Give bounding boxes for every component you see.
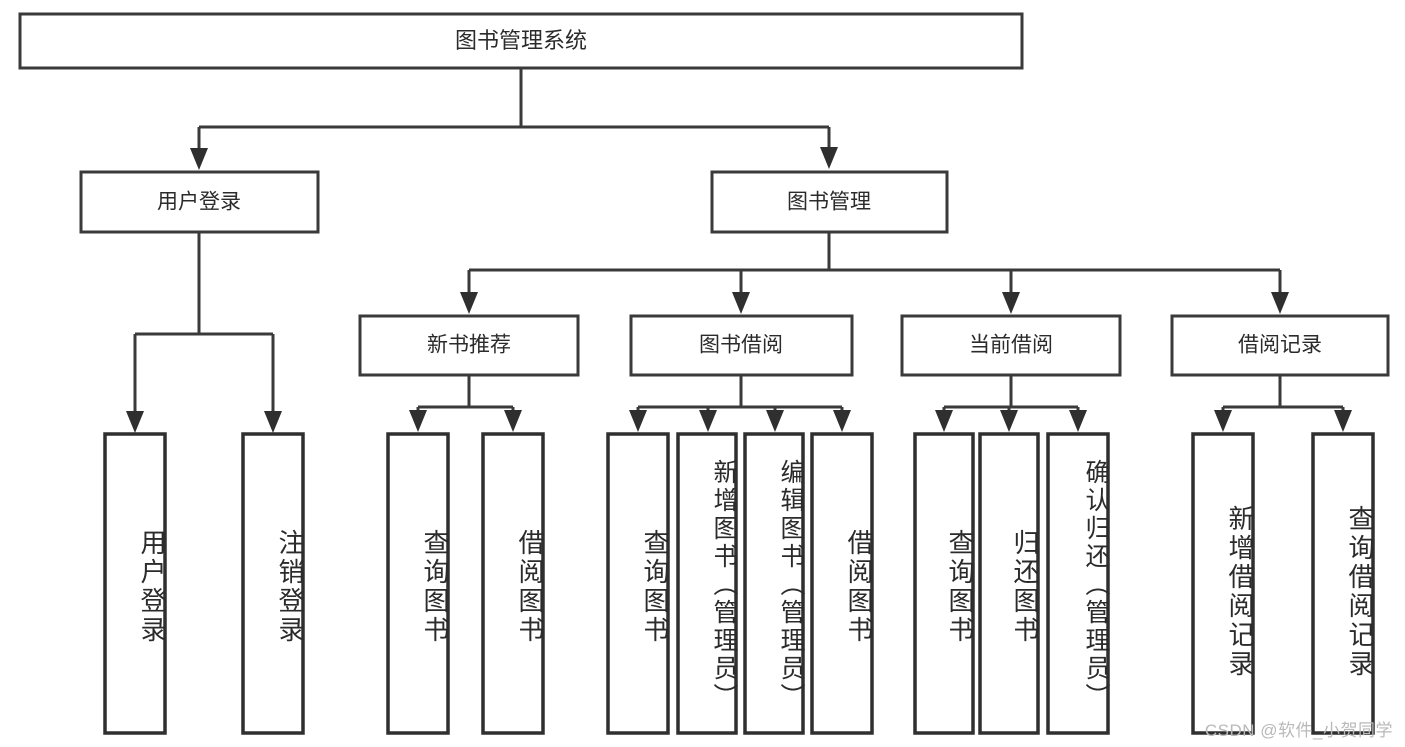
leaf-logout-box[interactable]: [241, 432, 305, 735]
root-label: 图书管理系统: [455, 28, 587, 53]
leaf-add-book-box[interactable]: [676, 432, 738, 735]
arrow-borrow-record: [1271, 292, 1289, 314]
leaf-query-book-3-box[interactable]: [913, 432, 975, 735]
arrow-new-book-recommend: [460, 292, 478, 314]
leaf-return-book-box[interactable]: [978, 432, 1040, 735]
node-borrow-record[interactable]: 借阅记录: [1170, 314, 1390, 377]
book-management-box[interactable]: [710, 170, 949, 234]
arrow-leaf-borrow-book-2: [833, 410, 851, 432]
leaf-add-record-label: 新增借阅记录: [1225, 505, 1255, 679]
node-root[interactable]: 图书管理系统: [18, 12, 1024, 70]
leaf-confirm-return-label: 确认归还（管理员）: [1082, 459, 1110, 711]
node-new-book-recommend[interactable]: 新书推荐: [358, 314, 580, 377]
book-borrow-box[interactable]: [629, 314, 854, 377]
node-current-borrow[interactable]: 当前借阅: [900, 314, 1122, 377]
arrow-leaf-edit-book: [766, 410, 784, 432]
leaf-query-book-2-label: 查询图书: [640, 529, 670, 645]
leaf-return-book[interactable]: 归还图书: [978, 432, 1040, 735]
arrow-leaf-borrow-book-1: [504, 410, 522, 432]
leaf-query-book-2[interactable]: 查询图书: [606, 432, 670, 735]
leaf-query-record[interactable]: 查询借阅记录: [1311, 432, 1375, 735]
arrow-current-borrow: [1002, 292, 1020, 314]
leaf-borrow-book-2-box[interactable]: [810, 432, 874, 735]
node-user-login[interactable]: 用户登录: [79, 170, 320, 234]
leaf-query-record-box[interactable]: [1311, 432, 1375, 735]
leaf-query-book-3-label: 查询图书: [945, 529, 975, 645]
connector-group-book-borrow: [629, 375, 851, 432]
arrow-book-borrow: [732, 292, 750, 314]
arrow-leaf-user-login: [126, 411, 144, 433]
current-borrow-box[interactable]: [900, 314, 1122, 377]
leaf-add-book-label: 新增图书（管理员）: [710, 459, 738, 711]
leaf-add-record[interactable]: 新增借阅记录: [1191, 432, 1255, 735]
new-book-recommend-label: 新书推荐: [427, 334, 511, 357]
leaf-query-book-1-box[interactable]: [386, 432, 450, 735]
borrow-record-label: 借阅记录: [1238, 334, 1322, 357]
leaf-user-login-label: 用户登录: [137, 529, 167, 645]
arrow-leaf-query-record: [1334, 410, 1352, 432]
connector-group-root: [190, 68, 838, 170]
current-borrow-label: 当前借阅: [969, 334, 1053, 357]
node-book-borrow[interactable]: 图书借阅: [629, 314, 854, 377]
leaf-edit-book[interactable]: 编辑图书（管理员）: [743, 432, 805, 735]
leaf-query-book-1[interactable]: 查询图书: [386, 432, 450, 735]
leaf-add-record-box[interactable]: [1191, 432, 1255, 735]
leaf-query-book-2-box[interactable]: [606, 432, 670, 735]
connector-group-book-management: [460, 232, 1289, 314]
leaf-borrow-book-1-box[interactable]: [481, 432, 545, 735]
leaf-add-book[interactable]: 新增图书（管理员）: [676, 432, 738, 735]
arrow-leaf-confirm-return: [1069, 410, 1087, 432]
new-book-recommend-box[interactable]: [358, 314, 580, 377]
leaf-borrow-book-1[interactable]: 借阅图书: [481, 432, 545, 735]
leaf-confirm-return[interactable]: 确认归还（管理员）: [1046, 432, 1110, 735]
leaf-confirm-return-box[interactable]: [1046, 432, 1110, 735]
leaf-return-book-label: 归还图书: [1010, 529, 1040, 645]
leaf-query-book-1-label: 查询图书: [420, 529, 450, 645]
arrow-leaf-add-record: [1214, 410, 1232, 432]
connector-group-borrow-record: [1214, 375, 1352, 432]
leaf-edit-book-box[interactable]: [743, 432, 805, 735]
root-box[interactable]: [18, 12, 1024, 70]
leaf-user-login-box[interactable]: [103, 432, 167, 735]
book-borrow-label: 图书借阅: [699, 334, 783, 357]
connector-group-current-borrow: [935, 375, 1087, 432]
arrow-leaf-logout: [264, 411, 282, 433]
user-login-label: 用户登录: [157, 191, 241, 214]
borrow-record-box[interactable]: [1170, 314, 1390, 377]
connector-group-user-login: [126, 232, 282, 433]
arrow-leaf-query-book-1: [409, 410, 427, 432]
leaf-query-record-label: 查询借阅记录: [1345, 505, 1375, 679]
arrow-leaf-query-book-2: [629, 410, 647, 432]
leaf-query-book-3[interactable]: 查询图书: [913, 432, 975, 735]
user-login-box[interactable]: [79, 170, 320, 234]
node-book-management[interactable]: 图书管理: [710, 170, 949, 234]
book-management-label: 图书管理: [787, 191, 871, 214]
connector-group-new-book-recommend: [409, 375, 522, 432]
arrow-book-management: [820, 147, 838, 169]
leaf-edit-book-label: 编辑图书（管理员）: [777, 459, 805, 711]
arrow-leaf-query-book-3: [935, 410, 953, 432]
leaf-borrow-book-2[interactable]: 借阅图书: [810, 432, 874, 735]
leaf-logout-label: 注销登录: [275, 529, 305, 645]
leaf-borrow-book-2-label: 借阅图书: [844, 529, 874, 645]
arrow-user-login: [190, 148, 208, 170]
leaf-logout[interactable]: 注销登录: [241, 432, 305, 735]
arrow-leaf-add-book: [699, 410, 717, 432]
leaf-borrow-book-1-label: 借阅图书: [515, 529, 545, 645]
leaf-user-login[interactable]: 用户登录: [103, 432, 167, 735]
arrow-leaf-return-book: [1000, 410, 1018, 432]
